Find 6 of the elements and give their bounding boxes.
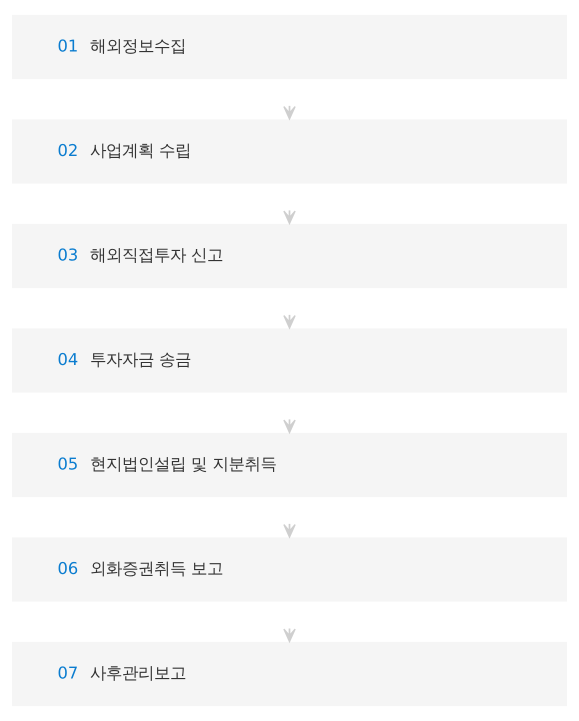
node-box: 05 현지법인설립 및 지분취득 [12,432,568,498]
node-box: 04 투자자금 송금 [12,328,568,393]
node-box: 03 해외직접투자 신고 [12,224,568,288]
node-box: 06 외화증권취득 보고 [12,537,568,602]
node-box: 07 사후관리보고 [12,642,568,706]
node-box: 02 사업계획 수립 [12,119,568,184]
